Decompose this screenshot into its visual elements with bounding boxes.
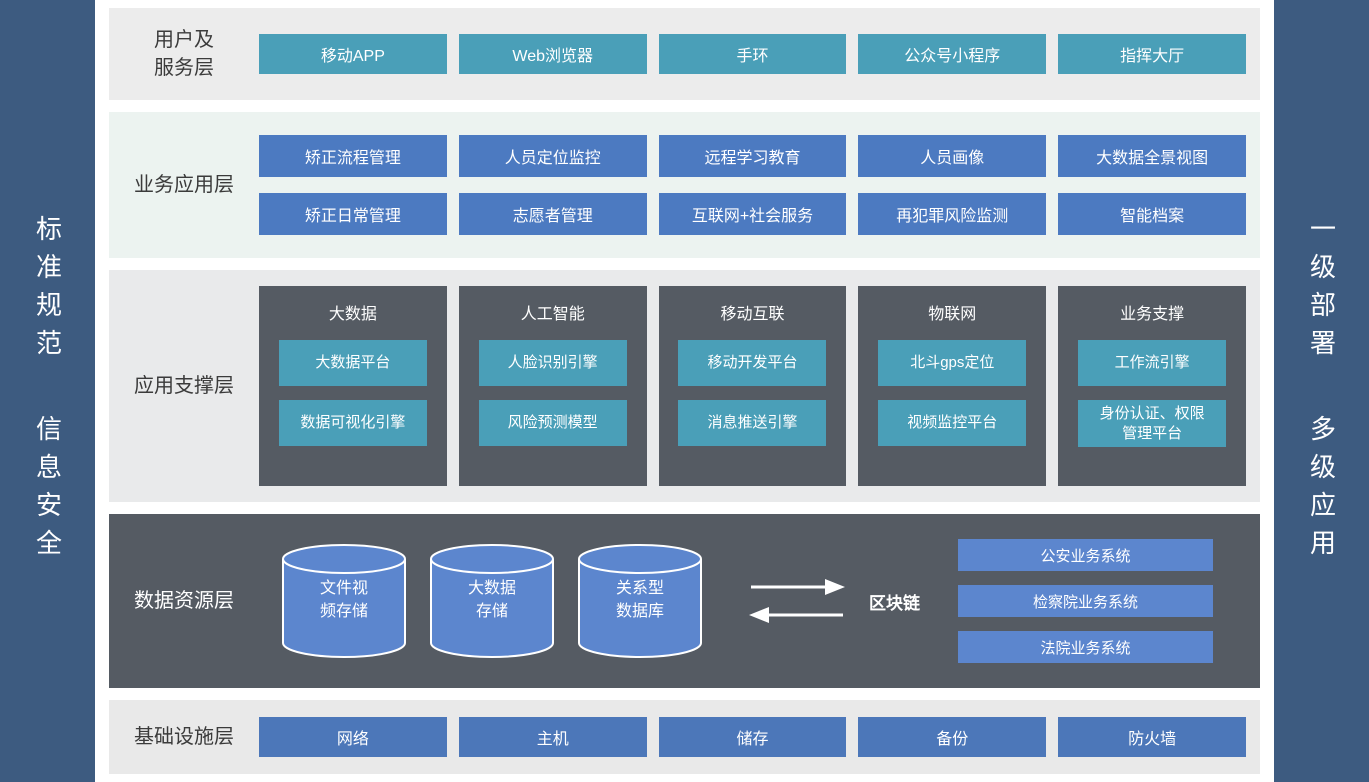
infra-node-backup: 备份 — [858, 717, 1047, 757]
database-cylinders: 文件视频存储 大数据存储 关系型数据库 — [279, 541, 705, 661]
layer-user-service-label: 用户及服务层 — [109, 26, 259, 82]
support-group-iot: 物联网 北斗gps定位 视频监控平台 — [858, 286, 1047, 486]
data-exchange-arrows-icon — [749, 579, 845, 623]
support-node: 视频监控平台 — [878, 400, 1027, 446]
layer-business-app: 业务应用层 矫正流程管理 人员定位监控 远程学习教育 人员画像 大数据全景视图 … — [109, 112, 1260, 258]
support-group-business: 业务支撑 工作流引擎 身份认证、权限管理平台 — [1058, 286, 1246, 486]
app-node: 矫正日常管理 — [259, 193, 447, 235]
service-node-official-account: 公众号小程序 — [858, 34, 1047, 74]
left-sidebar: 标准规范 信息安全 — [0, 0, 95, 782]
support-node: 数据可视化引擎 — [278, 400, 427, 446]
user-service-nodes: 移动APP Web浏览器 手环 公众号小程序 指挥大厅 — [259, 34, 1260, 74]
layer-business-app-label: 业务应用层 — [109, 171, 259, 199]
right-sidebar-text-application: 多级应用 — [1306, 415, 1337, 567]
db-cylinder-label: 关系型数据库 — [615, 580, 664, 621]
layer-data-resource-label-text: 数据资源层 — [134, 590, 234, 612]
app-node: 人员定位监控 — [458, 135, 647, 177]
service-node-web-browser: Web浏览器 — [458, 34, 647, 74]
business-app-nodes: 矫正流程管理 人员定位监控 远程学习教育 人员画像 大数据全景视图 矫正日常管理… — [259, 135, 1260, 235]
support-node: 身份认证、权限管理平台 — [1078, 400, 1227, 447]
infra-node-firewall: 防火墙 — [1058, 717, 1246, 757]
infra-node-network: 网络 — [259, 717, 447, 757]
external-system-node: 法院业务系统 — [958, 631, 1213, 663]
data-resource-content: 文件视频存储 大数据存储 关系型数据库 — [259, 539, 1260, 663]
database-cylinder-icon — [430, 544, 554, 658]
db-cylinder-label: 大数据存储 — [467, 580, 516, 621]
support-group-title: 物联网 — [928, 306, 977, 323]
support-group-bigdata: 大数据 大数据平台 数据可视化引擎 — [259, 286, 447, 486]
support-node: 风险预测模型 — [478, 400, 627, 446]
external-systems: 公安业务系统 检察院业务系统 法院业务系统 — [958, 539, 1213, 663]
app-node: 人员画像 — [858, 135, 1047, 177]
layer-app-support-label: 应用支撑层 — [109, 372, 259, 400]
support-node: 消息推送引擎 — [678, 400, 827, 446]
app-node: 再犯罪风险监测 — [858, 193, 1047, 235]
support-node: 工作流引擎 — [1078, 340, 1227, 386]
layer-infrastructure: 基础设施层 网络 主机 储存 备份 防火墙 — [109, 700, 1260, 774]
infra-node-host: 主机 — [458, 717, 647, 757]
app-node: 大数据全景视图 — [1058, 135, 1246, 177]
db-cylinder-bigdata: 大数据存储 — [427, 541, 557, 661]
app-node: 远程学习教育 — [658, 135, 847, 177]
left-sidebar-text-security: 信息安全 — [32, 415, 63, 567]
database-cylinder-icon — [578, 544, 702, 658]
support-node: 北斗gps定位 — [878, 340, 1027, 386]
layer-data-resource: 数据资源层 文件视频存储 大数据存储 — [109, 514, 1260, 688]
layer-data-resource-label: 数据资源层 — [109, 587, 259, 615]
app-node: 志愿者管理 — [458, 193, 647, 235]
layer-app-support: 应用支撑层 大数据 大数据平台 数据可视化引擎 人工智能 人脸识别引擎 风险预测… — [109, 270, 1260, 502]
support-group-title: 大数据 — [328, 306, 377, 323]
app-node: 矫正流程管理 — [259, 135, 447, 177]
support-group-ai: 人工智能 人脸识别引擎 风险预测模型 — [458, 286, 647, 486]
support-node: 大数据平台 — [278, 340, 427, 386]
app-support-groups: 大数据 大数据平台 数据可视化引擎 人工智能 人脸识别引擎 风险预测模型 移动互… — [259, 286, 1260, 486]
support-group-mobile: 移动互联 移动开发平台 消息推送引擎 — [658, 286, 847, 486]
layer-app-support-label-text: 应用支撑层 — [134, 375, 234, 397]
service-node-command-hall: 指挥大厅 — [1058, 34, 1246, 74]
layer-business-app-label-text: 业务应用层 — [134, 174, 234, 196]
left-sidebar-text-standards: 标准规范 — [32, 215, 63, 367]
right-sidebar-text-deployment: 一级部署 — [1306, 215, 1337, 367]
external-system-node: 检察院业务系统 — [958, 585, 1213, 617]
external-system-node: 公安业务系统 — [958, 539, 1213, 571]
support-group-title: 移动互联 — [720, 306, 785, 323]
support-group-title: 人工智能 — [520, 306, 585, 323]
right-sidebar: 一级部署 多级应用 — [1274, 0, 1369, 782]
db-cylinder-label: 文件视频存储 — [319, 580, 368, 621]
app-node: 智能档案 — [1058, 193, 1246, 235]
support-node: 移动开发平台 — [678, 340, 827, 386]
layer-user-service-label-text: 用户及服务层 — [154, 29, 214, 79]
layer-infrastructure-label-text: 基础设施层 — [134, 726, 234, 748]
db-cylinder-relational: 关系型数据库 — [575, 541, 705, 661]
infra-node-storage: 储存 — [658, 717, 847, 757]
diagram-main: 用户及服务层 移动APP Web浏览器 手环 公众号小程序 指挥大厅 业务应用层… — [95, 0, 1274, 782]
database-cylinder-icon — [282, 544, 406, 658]
infrastructure-nodes: 网络 主机 储存 备份 防火墙 — [259, 717, 1260, 757]
layer-user-service: 用户及服务层 移动APP Web浏览器 手环 公众号小程序 指挥大厅 — [109, 8, 1260, 100]
service-node-wristband: 手环 — [658, 34, 847, 74]
support-group-title: 业务支撑 — [1120, 306, 1185, 323]
service-node-mobile-app: 移动APP — [259, 34, 447, 74]
db-cylinder-file-video: 文件视频存储 — [279, 541, 409, 661]
support-node: 人脸识别引擎 — [478, 340, 627, 386]
layer-infrastructure-label: 基础设施层 — [109, 723, 259, 751]
blockchain-label: 区块链 — [869, 593, 920, 613]
app-node: 互联网+社会服务 — [658, 193, 847, 235]
